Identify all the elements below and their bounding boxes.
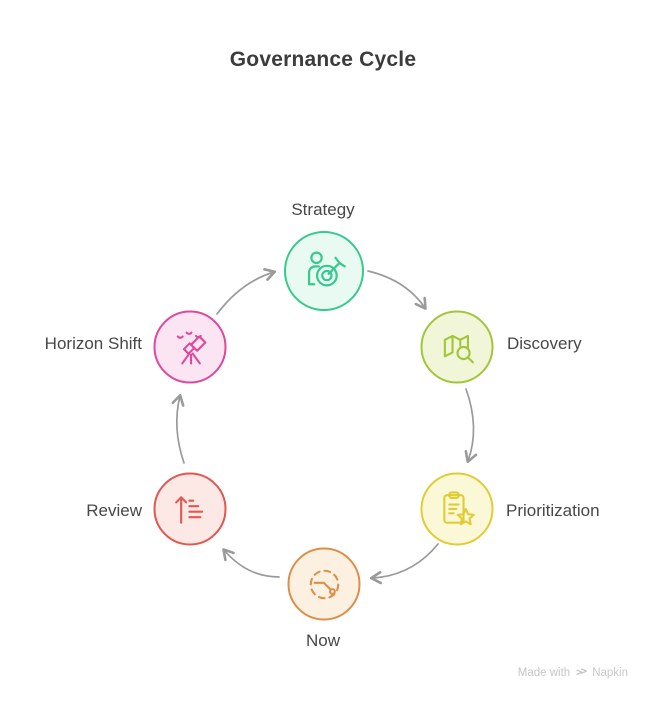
watermark-text: Made with [517, 666, 571, 679]
arrow-discovery-to-prioritization [464, 388, 478, 464]
node-prioritization [420, 472, 494, 546]
sort-ascending-icon [174, 495, 203, 524]
watermark-made-with-napkin[interactable]: Made with Napkin [518, 666, 628, 679]
node-review [153, 472, 227, 546]
diagram-title: Governance Cycle [229, 48, 417, 71]
clock-dashed-icon [309, 569, 339, 599]
arrow-now-to-review [222, 548, 280, 578]
node-label-prioritization: Prioritization [506, 501, 600, 520]
node-strategy [284, 231, 364, 311]
node-label-discovery: Discovery [507, 334, 582, 353]
telescope-icon [176, 331, 206, 364]
node-label-now: Now [305, 631, 340, 650]
clipboard-star-icon [442, 490, 475, 525]
napkin-logo-icon [576, 668, 588, 676]
node-label-review: Review [86, 501, 142, 520]
node-now [287, 547, 361, 621]
person-target-icon [307, 251, 346, 287]
node-horizon-shift [153, 310, 227, 384]
arrow-review-to-horizon-shift [171, 393, 185, 464]
node-label-horizon-shift: Horizon Shift [44, 334, 142, 353]
arrow-strategy-to-discovery [367, 270, 427, 310]
map-search-icon [443, 334, 474, 363]
node-label-strategy: Strategy [291, 200, 355, 219]
arrow-horizon-shift-to-strategy [216, 268, 277, 315]
arrow-prioritization-to-now [369, 543, 439, 585]
node-discovery [420, 310, 494, 384]
watermark-brand: Napkin [592, 666, 628, 679]
